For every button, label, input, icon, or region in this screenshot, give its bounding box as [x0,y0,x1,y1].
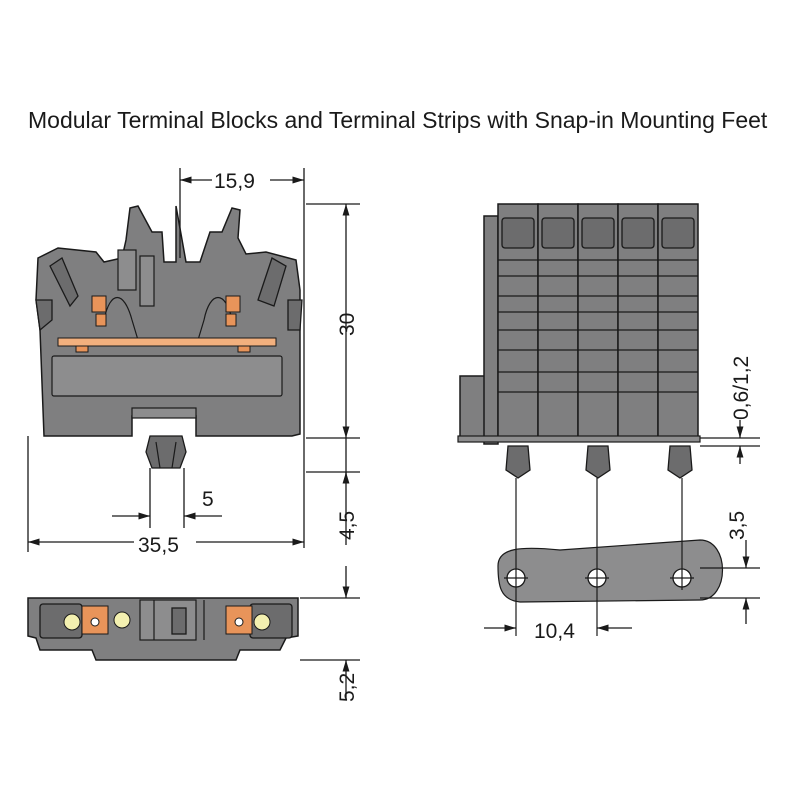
side-view-dimensions: 0,6/1,2 3,5 10,4 [484,356,760,643]
bottom-view-dimensions: 5,2 [300,566,360,702]
dim-carrier-offset: 3,5 [726,511,749,540]
page-title: Modular Terminal Blocks and Terminal Str… [28,107,768,133]
dim-foot-height: 4,5 [336,511,359,540]
dim-height: 30 [336,313,359,336]
bottom-view [27,597,299,661]
side-view [457,203,723,636]
front-view-dimensions: 15,9 30 5 4,5 35,5 [27,168,360,557]
dim-pitch-top: 15,9 [214,170,255,193]
front-view [35,205,303,469]
dim-marker-offset: 0,6/1,2 [730,356,753,420]
dim-hole-pitch: 10,4 [534,620,575,643]
dim-overall-width: 35,5 [138,534,179,557]
dim-foot-width: 5 [202,488,214,511]
dim-bottom-height: 5,2 [336,673,359,702]
